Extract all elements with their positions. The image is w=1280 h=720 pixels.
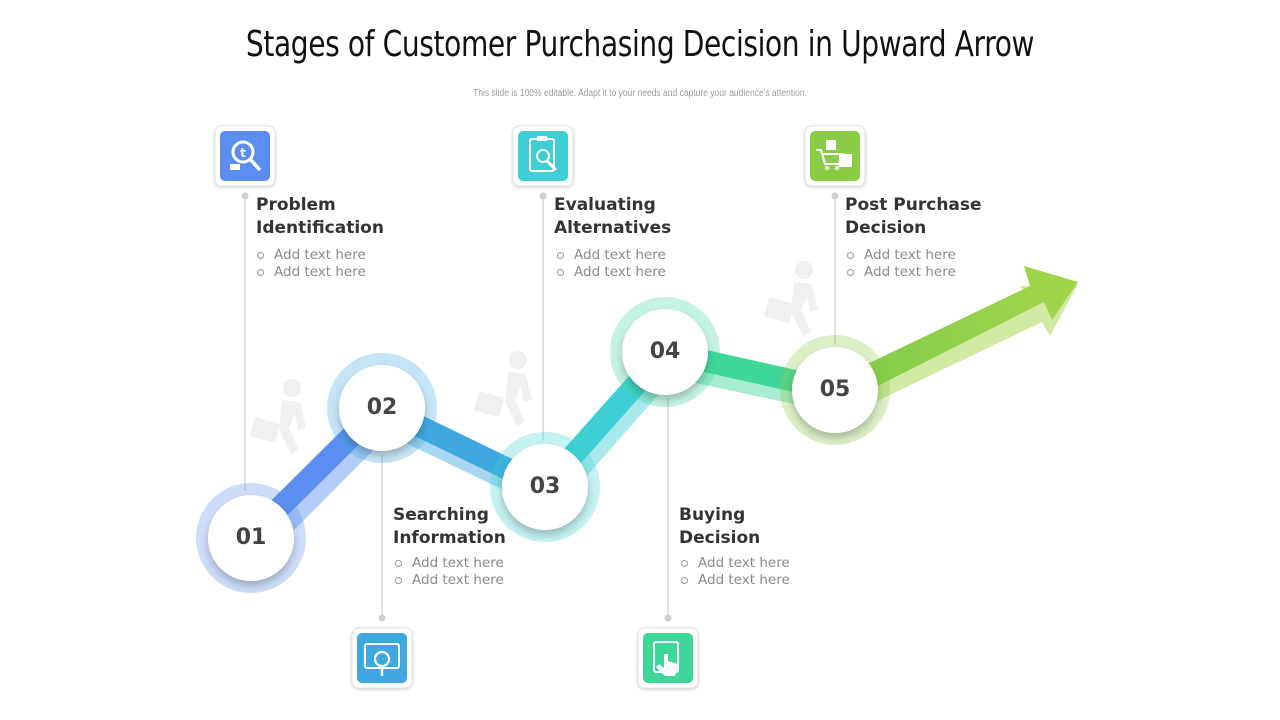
stage-title-line: Searching (393, 505, 489, 525)
shopper-figure-1 (250, 379, 306, 454)
shopper-figure-3 (764, 261, 818, 336)
stage-title-line: Buying (679, 505, 746, 525)
bullet-item: Add text here (846, 264, 956, 281)
stage-title-01: Problem Identification (256, 194, 384, 240)
stage-title-03: Evaluating Alternatives (554, 194, 671, 240)
web-search-icon (351, 627, 413, 689)
stage-circle-05 (780, 335, 890, 445)
problem-identification-icon: t (214, 125, 276, 187)
bullet-item: Add text here (680, 555, 790, 572)
connector-dots (241, 192, 839, 622)
connector-lines (244, 196, 836, 620)
shopping-cart-boxes-icon (804, 125, 866, 187)
stage-title-05: Post Purchase Decision (845, 194, 982, 240)
bullet-item: Add text here (256, 247, 366, 264)
bullet-item: Add text here (556, 264, 666, 281)
stage-title-line: Alternatives (554, 218, 672, 238)
slide-subtitle: This slide is 100% editable. Adapt it to… (473, 88, 807, 99)
shopper-figure-2 (474, 351, 532, 426)
stage-number-01: 01 (235, 525, 267, 550)
stage-circle-01 (196, 483, 306, 593)
stage-number-03: 03 (529, 474, 561, 499)
clipboard-magnifier-icon (512, 125, 574, 187)
bullet-item: Add text here (846, 247, 956, 264)
bullet-item: Add text here (394, 555, 504, 572)
stage-bullets-05: Add text here Add text here (846, 247, 956, 280)
stage-title-line: Evaluating (554, 195, 656, 215)
bullet-item: Add text here (680, 572, 790, 589)
stage-number-02: 02 (366, 395, 398, 420)
bullet-item: Add text here (394, 572, 504, 589)
background-shopper-figures (250, 261, 818, 454)
stage-title-02: Searching Information (393, 504, 506, 550)
stage-title-04: Buying Decision (679, 504, 760, 550)
stage-circle-02 (327, 353, 437, 463)
stage-title-line: Problem (256, 195, 336, 215)
stage-circle-03 (490, 432, 600, 542)
stage-bullets-04: Add text here Add text here (680, 555, 790, 588)
stage-title-line: Decision (845, 218, 927, 238)
stage-title-line: Identification (256, 218, 384, 238)
bullet-item: Add text here (256, 264, 366, 281)
stage-number-04: 04 (649, 339, 681, 364)
svg-text:t: t (240, 146, 246, 160)
stage-number-05: 05 (819, 377, 851, 402)
stage-circles (196, 297, 890, 593)
slide-title: Stages of Customer Purchasing Decision i… (245, 24, 1035, 65)
bullet-item: Add text here (556, 247, 666, 264)
stage-title-line: Decision (679, 528, 761, 548)
stage-bullets-03: Add text here Add text here (556, 247, 666, 280)
stage-title-line: Information (393, 528, 506, 548)
stage-bullets-01: Add text here Add text here (256, 247, 366, 280)
hand-tap-icon (637, 627, 699, 689)
stage-bullets-02: Add text here Add text here (394, 555, 504, 588)
stage-title-line: Post Purchase (845, 195, 982, 215)
stage-circle-04 (610, 297, 720, 407)
